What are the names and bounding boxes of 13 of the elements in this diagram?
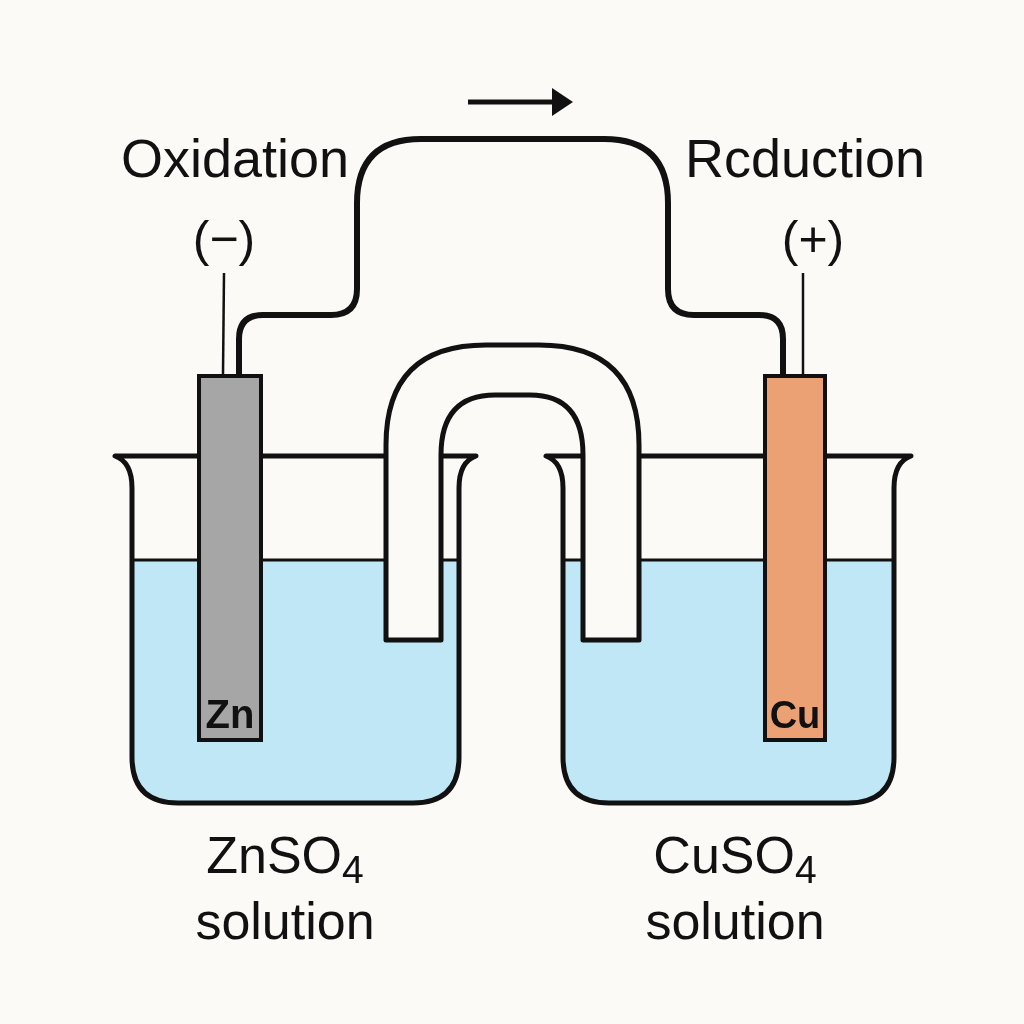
reaction-label: Oxidation — [119, 131, 351, 185]
terminal-sign: (+) — [779, 208, 847, 270]
solution-label: CuSO$_{4}$ solution — [644, 825, 826, 952]
electrode-label: Cu — [769, 696, 821, 734]
terminal-sign: (−) — [190, 208, 258, 270]
terminal-wire — [801, 273, 805, 374]
solution-label: ZnSO$_{4}$ solution — [194, 825, 376, 952]
connecting-wire — [236, 136, 786, 374]
reaction-label: Rcduction — [683, 131, 927, 185]
electrode — [197, 374, 263, 742]
electrode-label: Zn — [205, 694, 255, 734]
electrode — [763, 374, 827, 742]
terminal-wire — [221, 273, 226, 374]
